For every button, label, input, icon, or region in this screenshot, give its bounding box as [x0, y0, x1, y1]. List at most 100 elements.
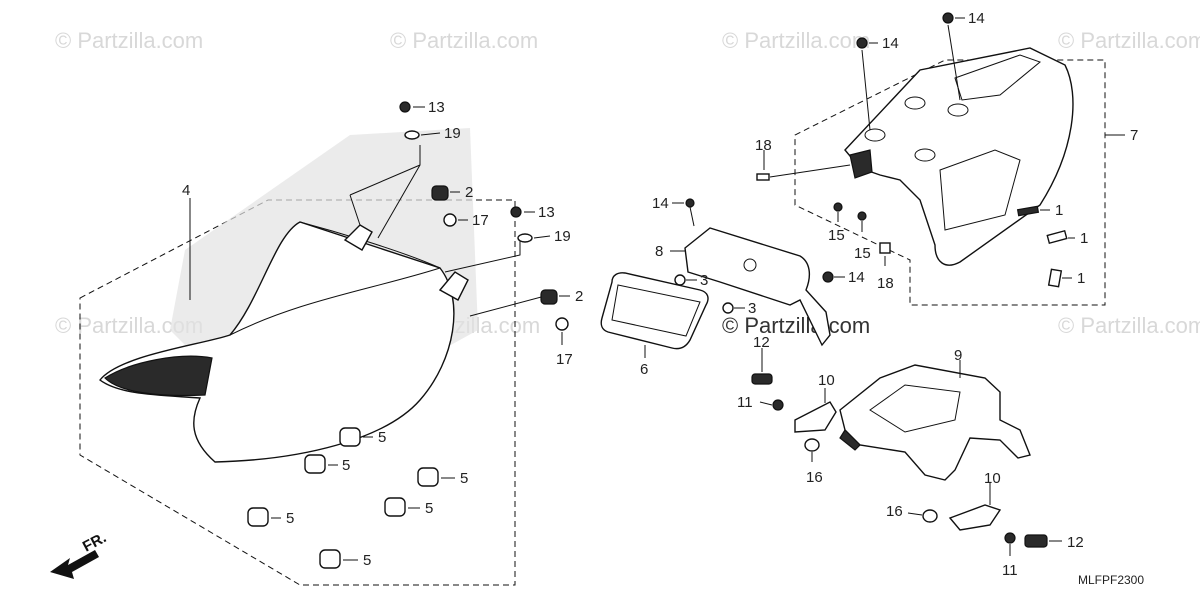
callout-rubber5-e: 5 [286, 510, 294, 527]
rubber-group: 5 5 5 5 5 5 [247, 427, 468, 569]
callout-bolt11-a: 11 [737, 394, 753, 411]
callout-cushion-a: 2 [465, 184, 473, 201]
bracket-group: 9 10 11 12 16 10 16 11 12 [737, 334, 1084, 579]
watermark: © Partzilla.com [55, 28, 203, 53]
seat-group: 4 [79, 128, 516, 586]
callout-bolt11-b: 11 [1002, 562, 1018, 579]
bolt-14-b [822, 271, 834, 283]
callout-stay10-a: 10 [818, 372, 835, 389]
callout-tape1-a: 1 [1055, 202, 1063, 219]
rubber-5-e [247, 507, 269, 527]
callout-spring18-a: 18 [755, 137, 772, 154]
callout-bolt12-a: 12 [753, 334, 770, 351]
cowl-mount-tab [849, 149, 873, 179]
cover-8 [684, 227, 831, 347]
stay-10-a [794, 401, 837, 433]
watermark: © Partzilla.com [722, 28, 870, 53]
callout-rubber5-b: 5 [342, 457, 350, 474]
tape-1-a [1016, 205, 1040, 217]
callout-washer19-b: 19 [554, 228, 571, 245]
callout-nut3-a: 3 [700, 272, 708, 289]
leader [861, 49, 871, 131]
bolt-11-b [1004, 532, 1016, 544]
callout-tape1-c: 1 [1077, 270, 1085, 287]
callout-rubber5-c: 5 [460, 470, 468, 487]
callout-bolt12-b: 12 [1067, 534, 1084, 551]
leader [444, 240, 546, 317]
front-direction-marker: FR. [50, 529, 109, 579]
bracket-9-inner [869, 384, 961, 433]
seat-body [99, 221, 455, 463]
bolt-12-b [1024, 534, 1048, 548]
callout-screw15-b: 15 [854, 245, 871, 262]
leader [349, 145, 421, 239]
callout-cowl7: 7 [1130, 127, 1138, 144]
cowl-hole-a [904, 96, 926, 110]
rubber-5-a [339, 427, 361, 447]
leader [420, 132, 441, 136]
callout-bolt14-d: 14 [882, 35, 899, 52]
bolt-13-a [399, 101, 411, 113]
pad-6 [600, 272, 709, 350]
callout-rubber5-a: 5 [378, 429, 386, 446]
center-watermark: © Partzilla.com [722, 313, 870, 338]
bolt-14-a [685, 198, 695, 208]
callout-washer19-a: 19 [444, 125, 461, 142]
callout-bolt14-c: 14 [968, 10, 985, 27]
nut-3-a [674, 274, 686, 286]
callout-bolt14-b: 14 [848, 269, 865, 286]
screw-15-b [857, 211, 867, 221]
cowl-hole-b [947, 103, 969, 117]
bolt-11-a [772, 399, 784, 411]
rubber-5-b [304, 454, 326, 474]
leader [759, 401, 773, 406]
spring-18-a [756, 173, 770, 181]
diagram-code: MLFPF2300 [1078, 573, 1144, 587]
tape-1-b [1046, 229, 1068, 245]
tape-1-c [1047, 268, 1063, 288]
washer-19-b [517, 233, 533, 243]
callout-rubber5-f: 5 [363, 552, 371, 569]
callout-bolt13-a: 13 [428, 99, 445, 116]
bolt-14-c [942, 12, 954, 24]
leader [689, 206, 695, 227]
callout-bracket9: 9 [954, 347, 962, 364]
callout-bolt13-b: 13 [538, 204, 555, 221]
cover-8-hole [743, 258, 757, 272]
nut-3-b [722, 302, 734, 314]
seat-hook-a [343, 224, 373, 251]
cowl-group: 7 14 14 18 15 15 18 1 1 1 [755, 10, 1138, 306]
rubber-5-c [417, 467, 439, 487]
leader [769, 164, 851, 178]
callout-screw15-a: 15 [828, 227, 845, 244]
cushion-2-a [431, 185, 449, 201]
cushion-2-b [540, 289, 558, 305]
collar-17-b [555, 317, 569, 331]
callout-cover8: 8 [655, 243, 663, 260]
cowl-7-opening [954, 54, 1042, 101]
callout-cushion-b: 2 [575, 288, 583, 305]
collar-17-a [443, 213, 457, 227]
watermark: © Partzilla.com [390, 28, 538, 53]
seat-fasteners: 13 19 2 17 13 19 2 17 [349, 99, 583, 368]
bracket-9-foot [839, 429, 861, 451]
cowl-hole-c [864, 128, 886, 142]
cowl-7 [844, 47, 1074, 266]
pad-group: 6 8 14 3 3 14 [600, 195, 865, 378]
callout-tape1-b: 1 [1080, 230, 1088, 247]
leader [947, 24, 961, 101]
seat-hook-b [438, 271, 469, 301]
pad-6-inner [611, 284, 701, 337]
washer-19-a [404, 130, 420, 140]
front-arrow-icon [50, 550, 99, 579]
rubber-5-d [384, 497, 406, 517]
cowl-side-panel [939, 149, 1021, 231]
stay-10-b [948, 504, 1002, 531]
callout-stay10-b: 10 [984, 470, 1001, 487]
callout-collar17-b: 17 [556, 351, 573, 368]
seat-front-mount [104, 355, 213, 397]
cowl-hole-d [914, 148, 936, 162]
seat-contour [229, 267, 441, 336]
watermark: © Partzilla.com [1058, 28, 1200, 53]
